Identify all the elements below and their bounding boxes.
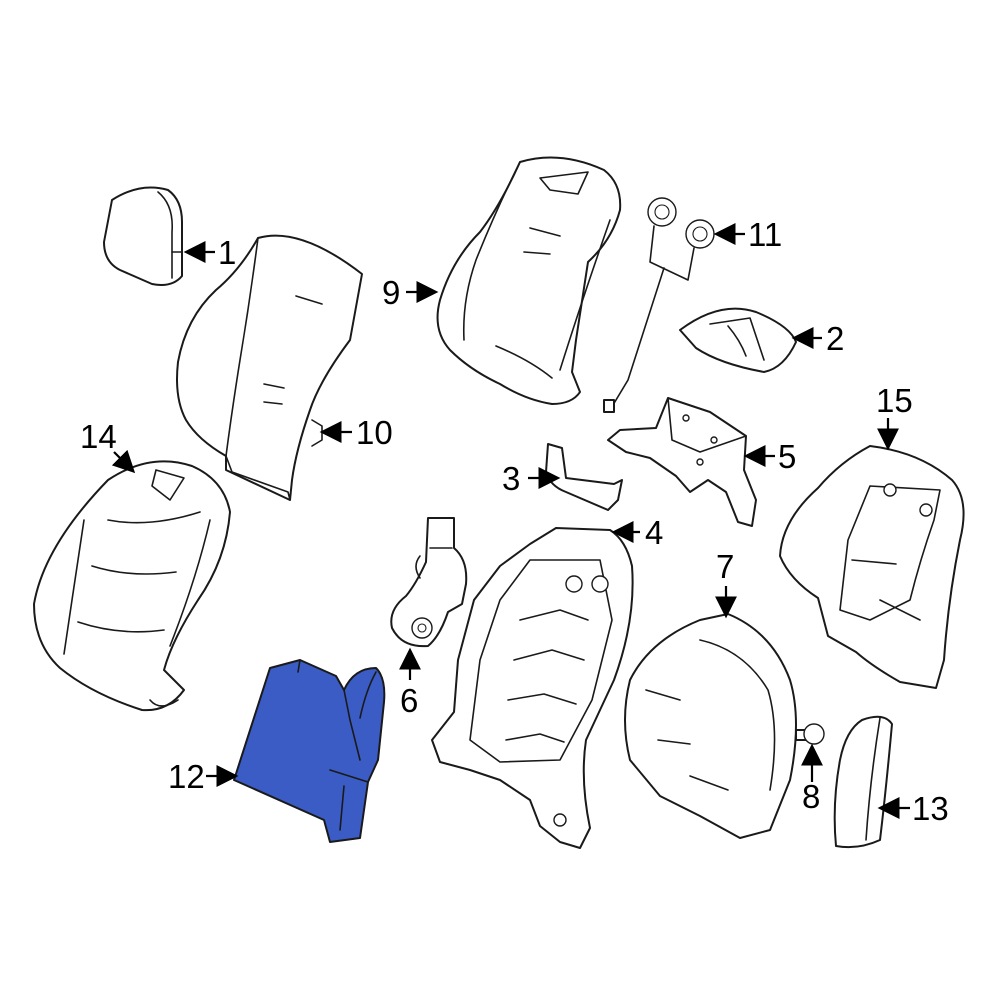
part-2-cover[interactable] — [679, 307, 797, 373]
callout-5: 5 — [778, 438, 796, 475]
callout-8: 8 — [802, 778, 820, 815]
leader-lines — [111, 223, 910, 819]
callout-1: 1 — [218, 234, 236, 271]
callout-4: 4 — [645, 514, 663, 551]
callout-12: 12 — [168, 758, 205, 795]
part-5-bracket[interactable] — [607, 397, 757, 527]
part-12-back-panel[interactable] — [233, 659, 386, 843]
callout-9: 9 — [382, 274, 400, 311]
part-10-backrest-panel[interactable] — [176, 234, 363, 501]
callout-2: 2 — [826, 320, 844, 357]
callout-10: 10 — [356, 414, 393, 451]
callout-15: 15 — [876, 382, 913, 419]
callout-14: 14 — [80, 418, 117, 455]
part-15-rear-cover[interactable] — [779, 445, 965, 689]
part-1-headrest[interactable] — [103, 186, 183, 286]
callout-6: 6 — [400, 682, 418, 719]
part-8-pin[interactable] — [795, 723, 825, 745]
callout-3: 3 — [502, 460, 520, 497]
part-7-frame-panel[interactable] — [624, 613, 797, 839]
callout-7: 7 — [716, 548, 734, 585]
part-4-seat-frame[interactable] — [431, 527, 634, 849]
callout-13: 13 — [912, 790, 949, 827]
part-3-strip[interactable] — [545, 443, 623, 511]
callout-11: 11 — [748, 216, 782, 253]
part-11-cable-harness[interactable] — [603, 197, 715, 413]
part-6-motor[interactable] — [390, 517, 468, 648]
callout-labels: 1 2 3 4 5 6 7 8 9 10 11 12 13 14 15 — [80, 216, 949, 827]
part-14-seat-back-cover[interactable] — [33, 460, 231, 712]
part-13-side-trim[interactable] — [833, 715, 893, 849]
part-9-backrest-cushion[interactable] — [436, 156, 622, 405]
